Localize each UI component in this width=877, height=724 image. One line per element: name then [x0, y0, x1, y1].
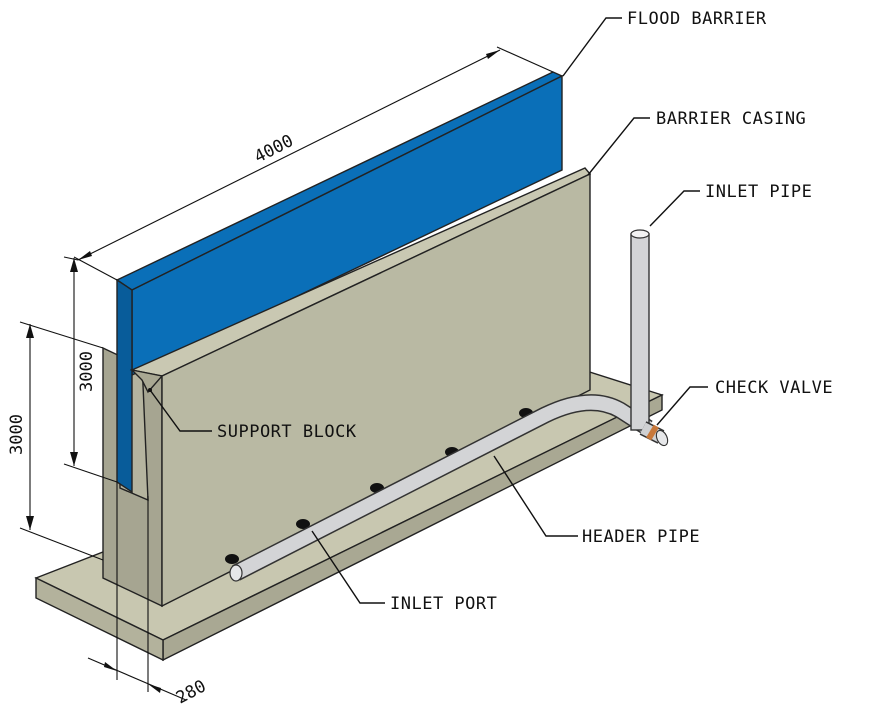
- extension-line: [496, 46, 554, 73]
- inlet-port: [225, 554, 239, 564]
- dimension-line: [77, 49, 501, 261]
- casing-front: [161, 172, 591, 608]
- inlet-pipe-label: INLET PIPE: [705, 182, 812, 202]
- support-block-label: SUPPORT BLOCK: [217, 422, 357, 442]
- leader-line: [656, 386, 708, 426]
- check-valve-label: CHECK VALVE: [715, 378, 833, 398]
- dimension-line: [87, 657, 187, 701]
- dimension-casing-height: 3000: [7, 321, 104, 561]
- inlet-port: [296, 519, 310, 529]
- dimension-barrier-height: 3000: [63, 256, 118, 483]
- check-valve-ring: [646, 424, 659, 441]
- extension-line: [73, 256, 118, 281]
- dimension-casing-height-text: 3000: [7, 414, 27, 455]
- barrier-casing-label: BARRIER CASING: [656, 109, 806, 129]
- callout-barrier-casing: BARRIER CASING: [587, 109, 806, 176]
- barrier-casing: [129, 167, 592, 608]
- dimension-thickness-text: 280: [173, 676, 210, 708]
- arrowhead: [26, 324, 34, 338]
- dimension-barrier-height-text: 3000: [77, 351, 97, 392]
- extension-line: [63, 256, 79, 261]
- callout-support-block: SUPPORT BLOCK: [148, 388, 357, 442]
- inlet-pipe-top: [630, 229, 650, 239]
- extension-line: [19, 321, 104, 349]
- leader-line: [311, 530, 385, 604]
- leader-line: [587, 117, 650, 176]
- leader-line: [649, 190, 700, 227]
- extension-line: [19, 527, 104, 561]
- callout-header-pipe: HEADER PIPE: [493, 455, 700, 547]
- arrowhead: [486, 50, 500, 59]
- callout-flood-barrier: FLOOD BARRIER: [562, 9, 767, 77]
- extension-line: [63, 463, 118, 483]
- callout-inlet-port: INLET PORT: [311, 530, 497, 614]
- arrowhead: [70, 452, 78, 466]
- header-pipe-fill: [232, 395, 652, 580]
- leader-line: [493, 455, 578, 537]
- casing-inner-edge: [129, 368, 164, 394]
- base-slab-side: [35, 576, 164, 662]
- flood-barrier: [115, 71, 564, 494]
- leader-line: [149, 389, 212, 432]
- arrowhead: [104, 662, 117, 671]
- inlet-pipe-body: [630, 233, 650, 431]
- header-pipe-end: [229, 564, 243, 582]
- callout-inlet-pipe: INLET PIPE: [649, 182, 812, 227]
- leader-line: [562, 17, 622, 77]
- flood-barrier-end: [116, 278, 133, 494]
- inlet-port-label: INLET PORT: [390, 594, 497, 614]
- arrowhead: [26, 516, 34, 530]
- arrowhead: [70, 258, 78, 272]
- inlet-pipe: [630, 229, 650, 431]
- callout-check-valve: CHECK VALVE: [656, 378, 833, 426]
- arrowhead: [148, 684, 161, 693]
- flood-barrier-label: FLOOD BARRIER: [627, 9, 767, 29]
- header-pipe: [229, 394, 653, 582]
- leader-dot: [148, 388, 152, 392]
- header-pipe-label: HEADER PIPE: [582, 527, 700, 547]
- check-valve-outlet: [655, 429, 669, 447]
- check-valve: [639, 421, 669, 447]
- arrowhead: [78, 251, 92, 260]
